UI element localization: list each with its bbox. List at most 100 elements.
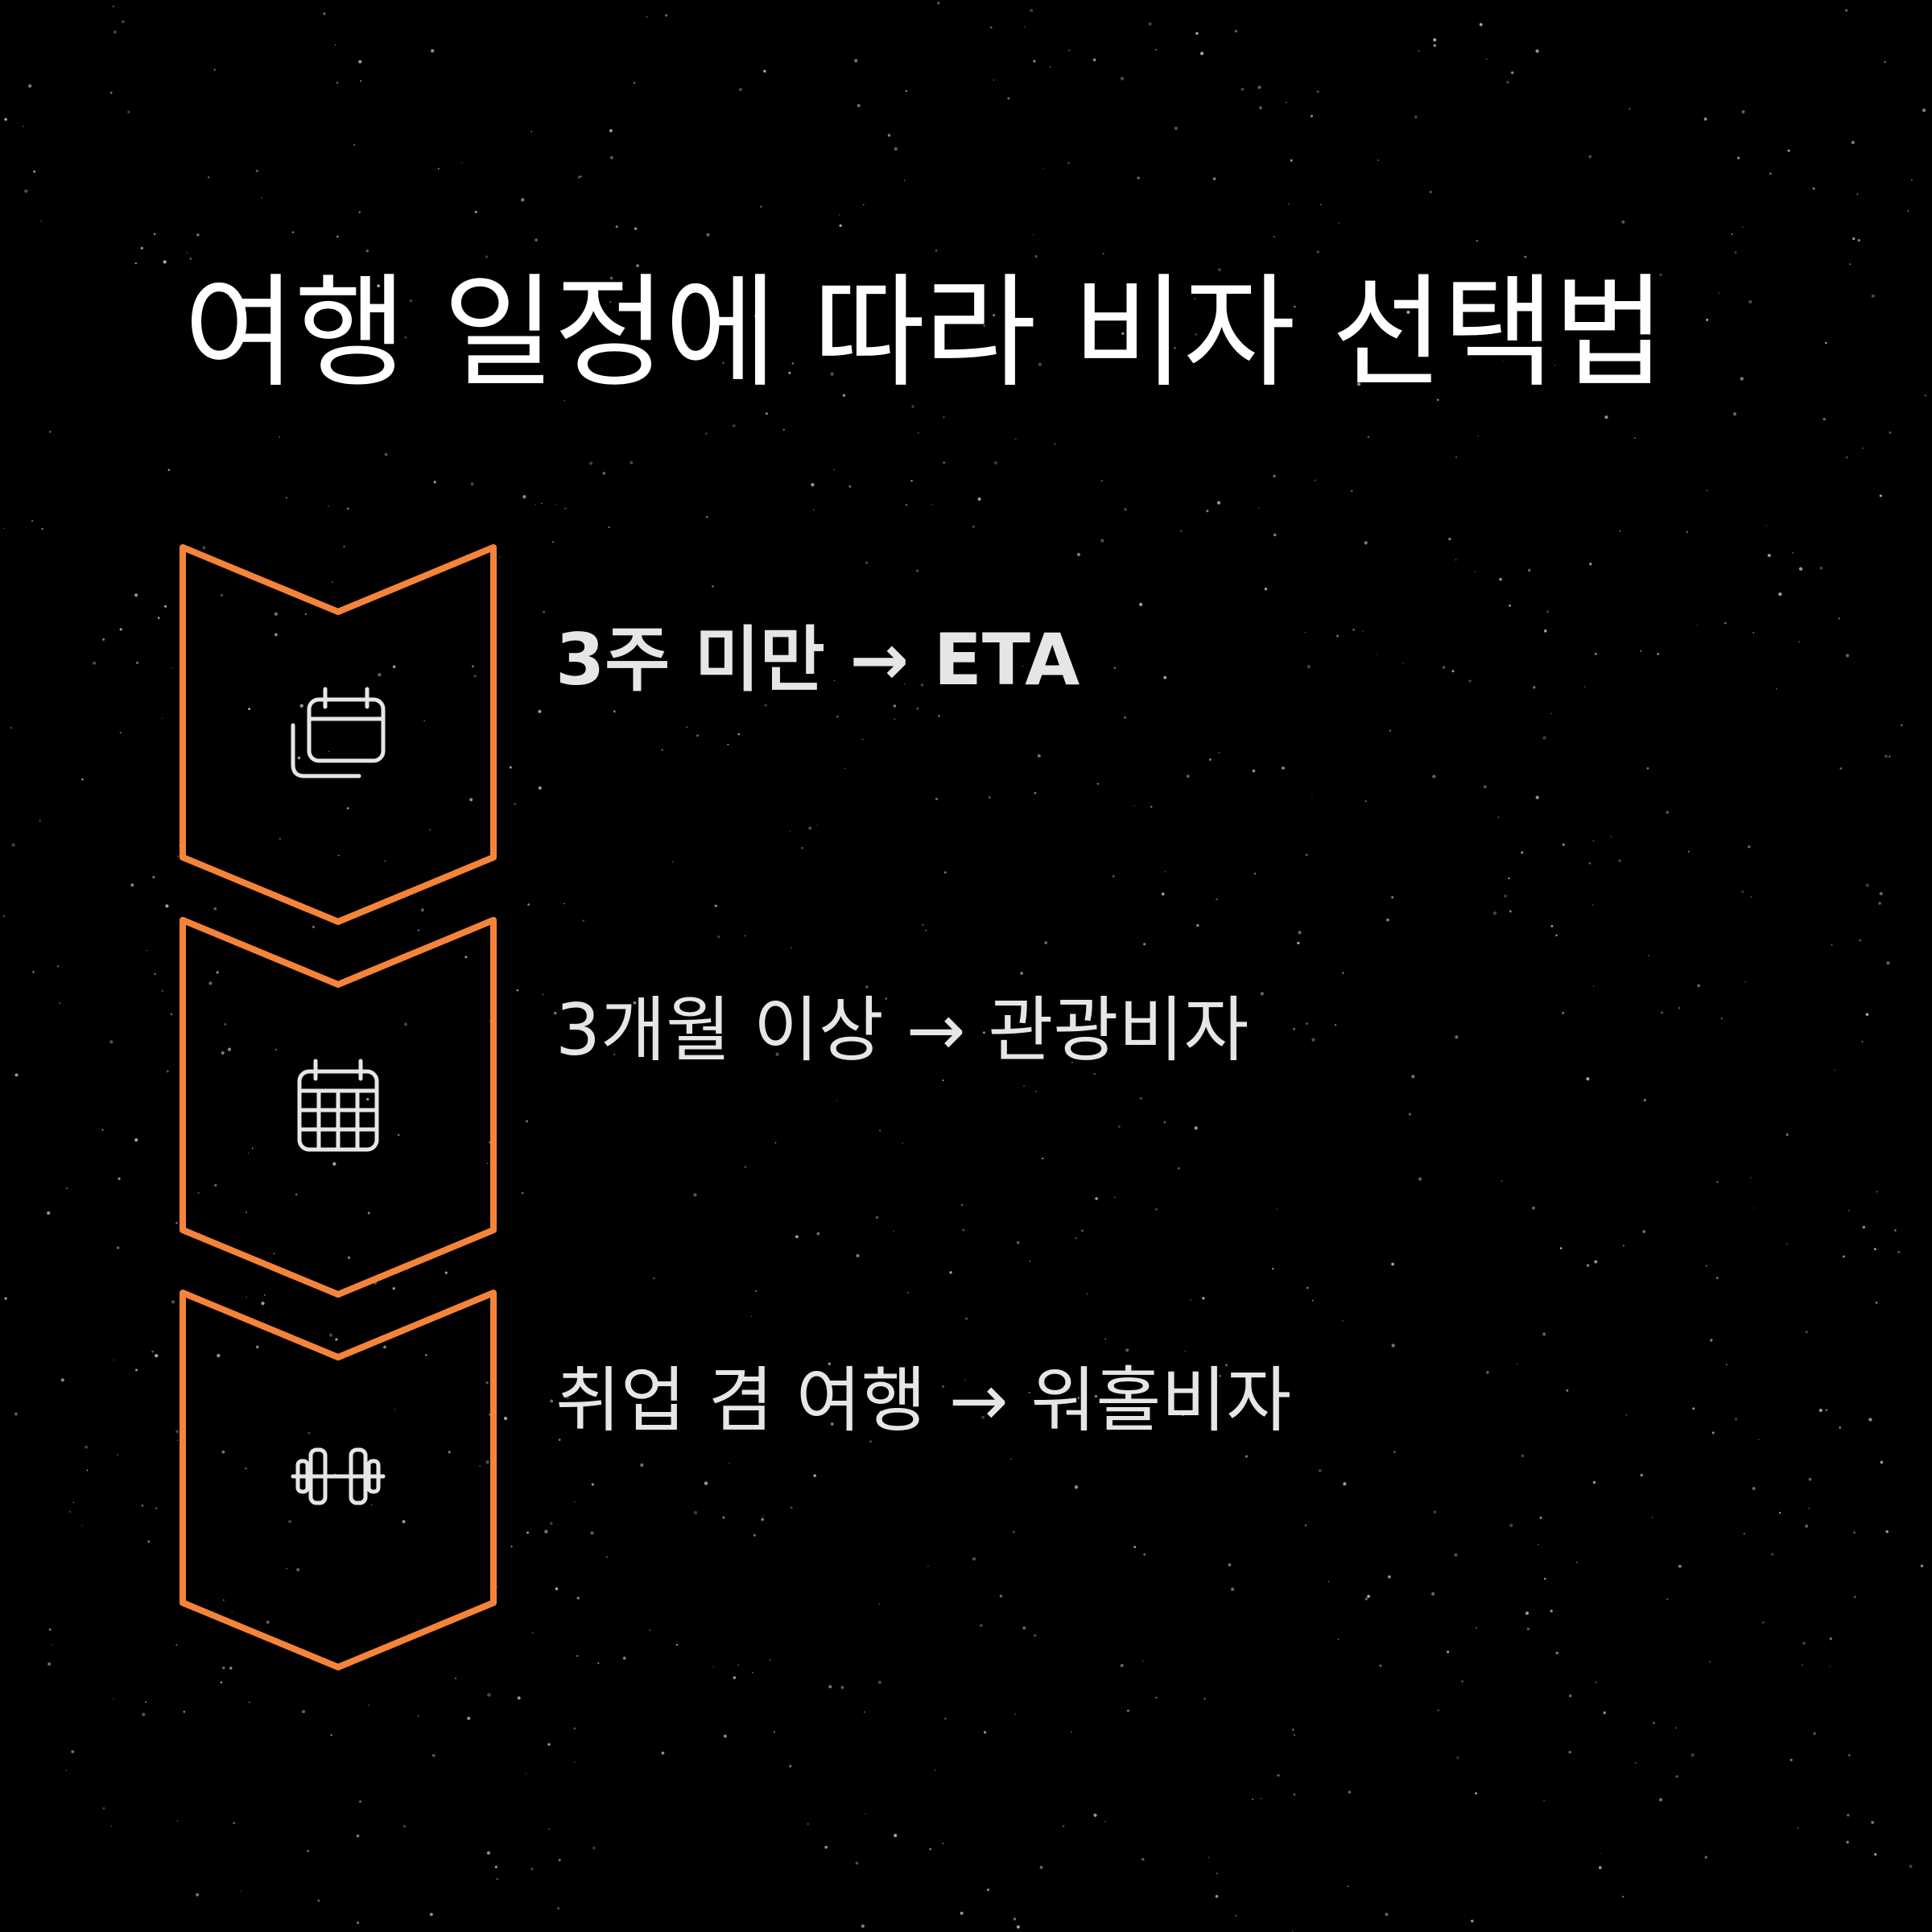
star-dot <box>1070 1731 1072 1733</box>
star-dot <box>521 1191 524 1195</box>
star-dot <box>1007 97 1010 100</box>
star-dot <box>542 610 546 614</box>
star-dot <box>1154 48 1158 51</box>
star-dot <box>1531 1206 1535 1210</box>
star-dot <box>1448 538 1451 541</box>
star-dot <box>3 527 5 530</box>
star-dot <box>1311 1299 1314 1302</box>
star-dot <box>1710 1339 1713 1342</box>
star-dot <box>1576 1561 1578 1563</box>
star-dot <box>696 734 699 737</box>
star-dot <box>1527 568 1531 572</box>
star-dot <box>1583 686 1586 687</box>
star-dot <box>1259 106 1262 109</box>
star-dot <box>1856 193 1859 196</box>
star-dot <box>1074 1485 1079 1489</box>
star-dot <box>384 860 386 862</box>
star-dot <box>1586 1264 1590 1267</box>
star-dot <box>1049 66 1051 68</box>
star-dot <box>879 1410 882 1414</box>
star-dot <box>949 1271 952 1274</box>
star-dot <box>564 399 566 402</box>
star-dot <box>1735 1418 1737 1421</box>
star-dot <box>275 1048 278 1051</box>
star-dot <box>535 238 538 242</box>
star-dot <box>1350 489 1353 493</box>
star-dot <box>1310 114 1314 118</box>
star-dot <box>246 1212 247 1213</box>
star-dot <box>1163 675 1167 679</box>
star-dot <box>119 628 122 631</box>
star-dot <box>961 1203 964 1206</box>
star-dot <box>1604 415 1608 419</box>
star-dot <box>1542 1332 1546 1336</box>
star-dot <box>1461 1680 1463 1682</box>
star-dot <box>47 1662 52 1666</box>
star-dot <box>487 1693 491 1697</box>
star-dot <box>964 1380 966 1381</box>
star-dot <box>367 1212 370 1215</box>
star-dot <box>165 904 169 908</box>
star-dot <box>102 638 105 641</box>
star-dot <box>737 733 741 736</box>
star-dot <box>336 235 339 238</box>
star-dot <box>1456 1756 1459 1760</box>
star-dot <box>433 481 436 484</box>
star-dot <box>337 854 340 857</box>
star-dot <box>1067 162 1070 164</box>
star-dot <box>1484 785 1487 789</box>
star-dot <box>1148 22 1152 26</box>
star-dot <box>816 824 818 826</box>
star-dot <box>1509 910 1512 913</box>
star-dot <box>163 605 167 608</box>
star-dot <box>332 275 334 278</box>
star-dot <box>693 1511 698 1515</box>
star-dot <box>576 1596 580 1600</box>
star-dot <box>1016 1925 1020 1929</box>
star-dot <box>1245 1455 1248 1458</box>
star-dot <box>1039 1865 1043 1869</box>
star-dot <box>402 1520 406 1524</box>
star-dot <box>1543 1800 1545 1802</box>
star-dot <box>1508 877 1510 880</box>
star-dot <box>1068 49 1071 52</box>
star-dot <box>39 819 41 822</box>
star-dot <box>824 1845 828 1849</box>
star-dot <box>980 1624 983 1628</box>
star-dot <box>906 1291 909 1294</box>
star-dot <box>774 1141 777 1144</box>
star-dot <box>592 1846 596 1850</box>
star-dot <box>196 1893 199 1897</box>
star-dot <box>634 227 638 230</box>
star-dot <box>1137 176 1140 180</box>
star-dot <box>279 837 282 840</box>
star-dot <box>1343 1482 1347 1486</box>
star-dot <box>671 861 674 863</box>
star-dot <box>1338 222 1340 224</box>
star-dot <box>1758 1439 1760 1441</box>
star-dot <box>1304 631 1307 634</box>
star-dot <box>1706 489 1708 492</box>
star-dot <box>214 1183 217 1187</box>
star-dot <box>1509 1523 1513 1527</box>
star-dot <box>1521 851 1524 854</box>
star-dot <box>788 371 791 374</box>
star-dot <box>176 1820 179 1822</box>
star-dot <box>1559 1247 1563 1249</box>
star-dot <box>81 778 84 781</box>
star-dot <box>1642 1230 1646 1233</box>
star-dot <box>448 1451 451 1454</box>
star-dot <box>1625 1414 1628 1416</box>
star-dot <box>1014 1713 1017 1715</box>
star-dot <box>1271 1267 1274 1270</box>
star-dot <box>1622 1896 1624 1897</box>
star-dot <box>251 1147 254 1150</box>
star-dot <box>510 1546 513 1548</box>
star-dot <box>161 717 163 720</box>
star-dot <box>1158 357 1162 360</box>
star-dot <box>152 876 155 879</box>
star-dot <box>1418 50 1420 52</box>
star-dot <box>712 1666 714 1668</box>
star-dot <box>1062 1825 1065 1827</box>
star-dot <box>862 204 865 206</box>
